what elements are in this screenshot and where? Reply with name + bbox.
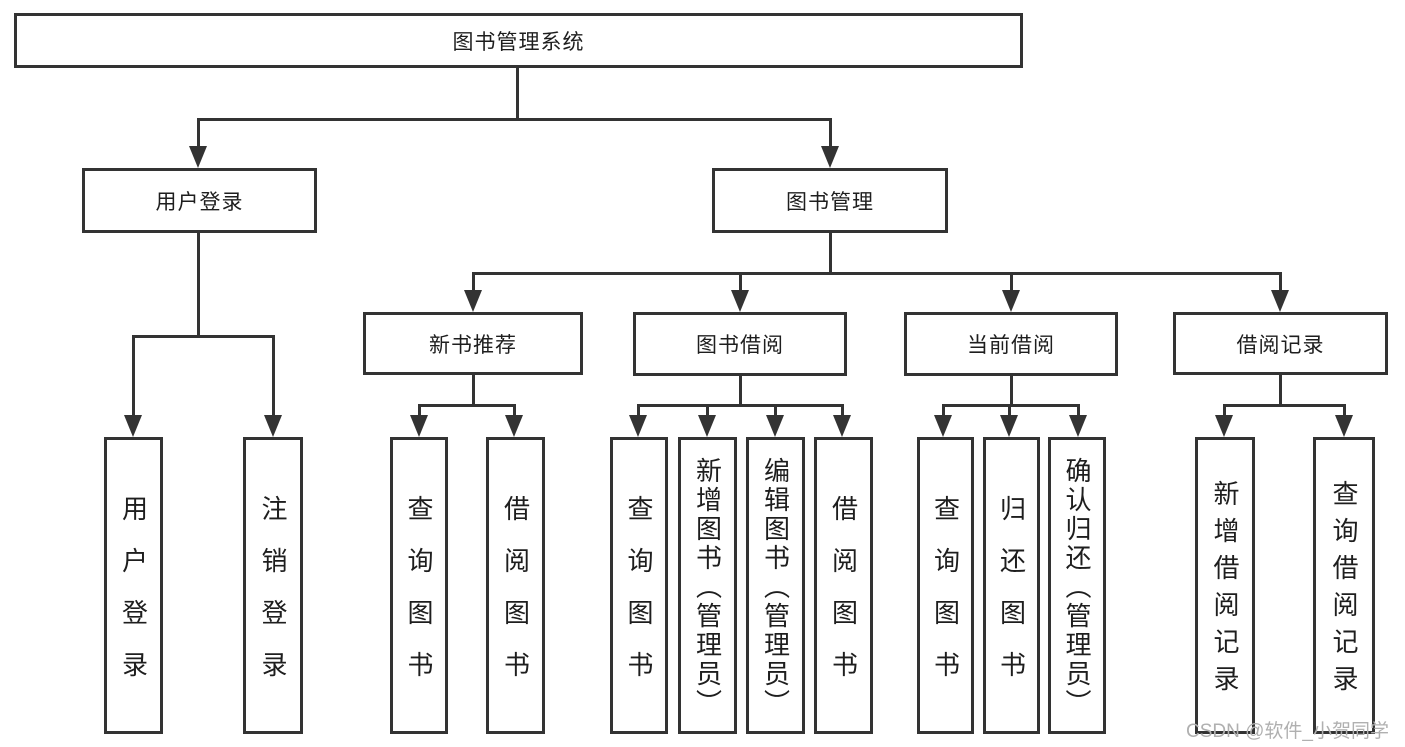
- leaf-user-login: 用户登录: [104, 437, 163, 734]
- connector-stub: [513, 404, 516, 419]
- leaf-recommend-borrow-books: 借阅图书: [486, 437, 545, 734]
- connector-book-mgmt-stem: [829, 233, 832, 275]
- leaf-borrow-query-books-label: 查询图书: [624, 494, 654, 703]
- node-new-book-recommend: 新书推荐: [363, 312, 583, 375]
- connector-stub: [739, 272, 742, 292]
- leaf-borrow-query-books: 查询图书: [610, 437, 668, 734]
- arrowhead-down-icon: [698, 415, 716, 437]
- leaf-logout-label: 注销登录: [258, 494, 288, 703]
- csdn-watermark: CSDN @软件_小贺同学: [1186, 721, 1389, 742]
- arrowhead-down-icon: [731, 290, 749, 312]
- arrowhead-down-icon: [1000, 415, 1018, 437]
- connector-stem: [1279, 375, 1282, 407]
- leaf-add-books-admin-label: 新增图书（管理员）: [692, 456, 723, 718]
- arrowhead-down-icon: [505, 415, 523, 437]
- connector-stub: [774, 404, 777, 419]
- connector-stub: [1008, 404, 1011, 419]
- node-current-borrow-label: 当前借阅: [967, 334, 1055, 357]
- arrowhead-down-icon: [189, 146, 207, 168]
- connector-user-login-rail: [132, 335, 275, 338]
- leaf-current-query-books: 查询图书: [917, 437, 974, 734]
- node-borrow-records: 借阅记录: [1173, 312, 1388, 375]
- connector-stem: [739, 375, 742, 407]
- connector-stub: [829, 118, 832, 148]
- node-root: 图书管理系统: [14, 13, 1023, 68]
- leaf-return-books-label: 归还图书: [996, 494, 1027, 703]
- connector-level2-rail: [197, 118, 831, 121]
- connector-stub: [1010, 272, 1013, 292]
- connector-root-stem: [516, 68, 519, 119]
- leaf-user-login-label: 用户登录: [118, 494, 149, 703]
- connector-rail: [418, 404, 516, 407]
- connector-stub: [637, 404, 640, 419]
- leaf-logout: 注销登录: [243, 437, 303, 734]
- leaf-recommend-borrow-books-label: 借阅图书: [500, 494, 531, 703]
- connector-stub: [132, 335, 135, 415]
- arrowhead-down-icon: [1069, 415, 1087, 437]
- arrowhead-down-icon: [629, 415, 647, 437]
- leaf-edit-books-admin-label: 编辑图书（管理员）: [760, 456, 791, 718]
- node-user-login: 用户登录: [82, 168, 317, 233]
- arrowhead-down-icon: [1271, 290, 1289, 312]
- leaf-edit-books-admin: 编辑图书（管理员）: [746, 437, 805, 734]
- leaf-borrow-borrow-books: 借阅图书: [814, 437, 873, 734]
- node-book-borrow-label: 图书借阅: [696, 334, 784, 357]
- leaf-recommend-query-books: 查询图书: [390, 437, 448, 734]
- leaf-add-borrow-record: 新增借阅记录: [1195, 437, 1255, 734]
- connector-rail: [637, 404, 843, 407]
- node-borrow-records-label: 借阅记录: [1236, 333, 1325, 357]
- leaf-borrow-borrow-books-label: 借阅图书: [828, 494, 859, 703]
- node-book-management-label: 图书管理: [786, 190, 874, 214]
- connector-stub: [418, 404, 421, 419]
- connector-level3-rail: [472, 272, 1282, 275]
- node-book-management: 图书管理: [712, 168, 948, 233]
- leaf-current-query-books-label: 查询图书: [930, 494, 961, 703]
- leaf-add-books-admin: 新增图书（管理员）: [678, 437, 737, 734]
- node-book-borrow: 图书借阅: [633, 312, 847, 376]
- connector-stub: [272, 335, 275, 415]
- leaf-query-borrow-record: 查询借阅记录: [1313, 437, 1375, 734]
- connector-stem: [472, 375, 475, 407]
- arrowhead-down-icon: [821, 146, 839, 168]
- arrowhead-down-icon: [766, 415, 784, 437]
- connector-stem: [1010, 375, 1013, 407]
- connector-stub: [841, 404, 844, 419]
- arrowhead-down-icon: [464, 290, 482, 312]
- connector-stub: [1077, 404, 1080, 419]
- leaf-confirm-return-admin: 确认归还（管理员）: [1048, 437, 1106, 734]
- connector-rail: [1223, 404, 1346, 407]
- arrowhead-down-icon: [264, 415, 282, 437]
- arrowhead-down-icon: [1215, 415, 1233, 437]
- arrowhead-down-icon: [1335, 415, 1353, 437]
- arrowhead-down-icon: [934, 415, 952, 437]
- connector-stub: [1223, 404, 1226, 419]
- leaf-recommend-query-books-label: 查询图书: [404, 494, 434, 703]
- leaf-return-books: 归还图书: [983, 437, 1040, 734]
- arrowhead-down-icon: [1002, 290, 1020, 312]
- leaf-confirm-return-admin-label: 确认归还（管理员）: [1062, 456, 1092, 718]
- arrowhead-down-icon: [833, 415, 851, 437]
- connector-stub: [197, 118, 200, 148]
- arrowhead-down-icon: [124, 415, 142, 437]
- node-root-label: 图书管理系统: [452, 30, 585, 54]
- connector-stub: [1279, 272, 1282, 292]
- leaf-add-borrow-record-label: 新增借阅记录: [1210, 480, 1240, 702]
- node-new-book-recommend-label: 新书推荐: [429, 333, 517, 357]
- connector-stub: [472, 272, 475, 292]
- leaf-query-borrow-record-label: 查询借阅记录: [1329, 480, 1359, 702]
- connector-user-login-stem: [197, 233, 200, 338]
- arrowhead-down-icon: [410, 415, 428, 437]
- connector-stub: [1343, 404, 1346, 419]
- connector-stub: [942, 404, 945, 419]
- node-current-borrow: 当前借阅: [904, 312, 1118, 376]
- connector-stub: [706, 404, 709, 419]
- node-user-login-label: 用户登录: [155, 190, 244, 214]
